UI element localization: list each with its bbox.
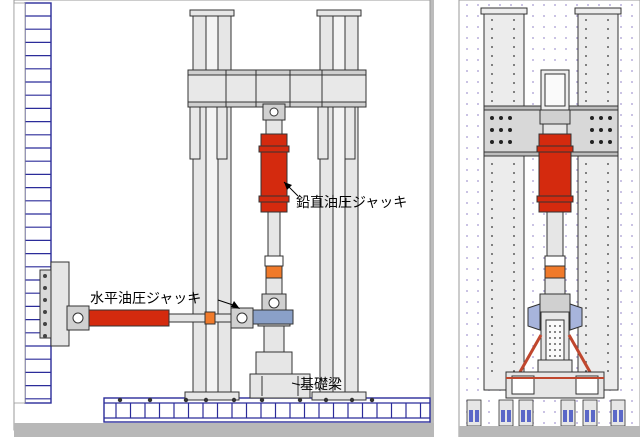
horizontal-jack-label: 水平油圧ジャッキ — [90, 291, 201, 307]
horizontal-jack-assembly — [39, 261, 294, 347]
reaction-wall — [13, 2, 52, 404]
foundation-beam-label-group: 基礎梁 — [291, 376, 342, 393]
vertical-jack-label: 鉛直油圧ジャッキ — [296, 194, 407, 211]
horizontal-jack-label-group: 水平油圧ジャッキ — [90, 291, 240, 309]
vertical-jack-label-group: 鉛直油圧ジャッキ — [283, 181, 407, 211]
front-left-column — [483, 11, 525, 391]
horizontal-jack-cylinder — [88, 309, 170, 327]
foundation-beam — [249, 373, 311, 399]
side-view: 鉛直油圧ジャッキ 水平油圧ジャッキ 基礎梁 — [13, 0, 434, 437]
foundation-beam-label: 基礎梁 — [300, 376, 342, 393]
front-right-column — [577, 11, 619, 391]
front-view — [458, 0, 640, 437]
